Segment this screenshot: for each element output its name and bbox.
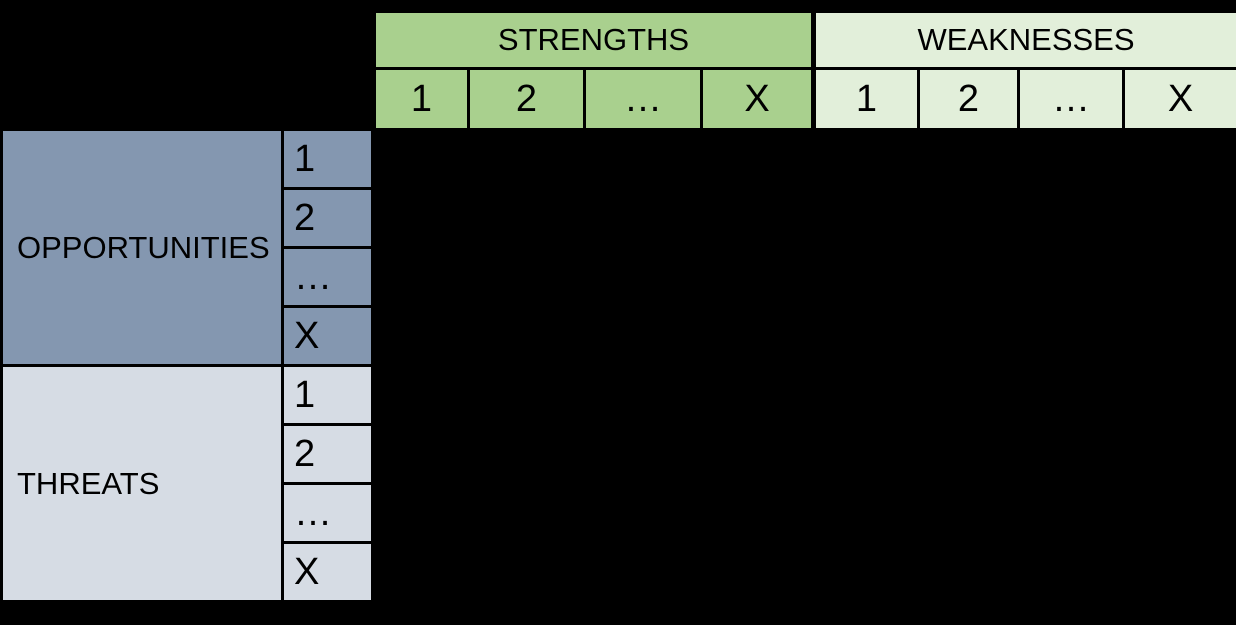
strengths-item-x: X — [700, 67, 815, 131]
weaknesses-item-1: 1 — [811, 67, 920, 131]
opportunities-group-header: OPPORTUNITIES — [0, 128, 284, 367]
opportunities-item-ellipsis: … — [281, 246, 374, 308]
weaknesses-group-header: WEAKNESSES — [811, 10, 1236, 70]
opportunities-item-x: X — [281, 305, 374, 367]
threats-group-header: THREATS — [0, 364, 284, 603]
strengths-item-1: 1 — [373, 67, 470, 131]
threats-item-x: X — [281, 541, 374, 603]
opportunities-item-2: 2 — [281, 187, 374, 249]
threats-item-1: 1 — [281, 364, 374, 426]
rows-header-table: OPPORTUNITIES 1 2 … X THREATS 1 2 … — [0, 128, 374, 603]
weaknesses-item-ellipsis: … — [1017, 67, 1125, 131]
strengths-item-2: 2 — [467, 67, 586, 131]
threats-item-ellipsis: … — [281, 482, 374, 544]
matrix-body-area — [373, 128, 1236, 625]
weaknesses-item-x: X — [1122, 67, 1236, 131]
strengths-group-header: STRENGTHS — [373, 10, 815, 70]
columns-header-table: STRENGTHS WEAKNESSES 1 2 … X 1 2 … X — [373, 10, 1236, 131]
threats-item-2: 2 — [281, 423, 374, 485]
strengths-item-ellipsis: … — [583, 67, 703, 131]
weaknesses-item-2: 2 — [917, 67, 1020, 131]
opportunities-item-1: 1 — [281, 128, 374, 190]
